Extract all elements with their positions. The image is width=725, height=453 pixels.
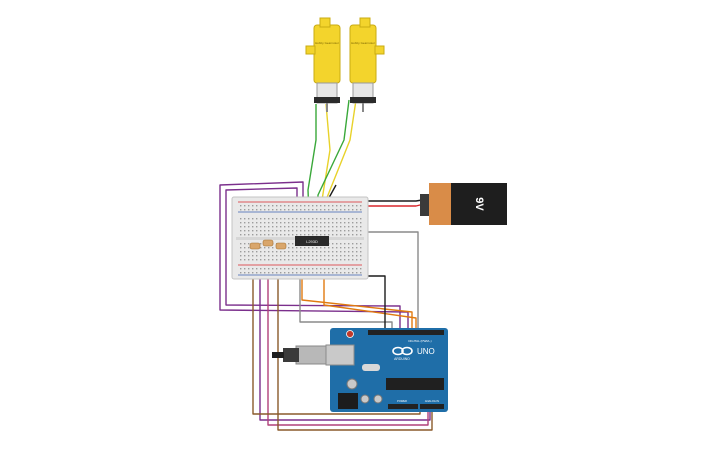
capacitor-3 [373, 394, 383, 404]
breadboard-holes [240, 205, 362, 274]
chip-body [295, 236, 329, 246]
capacitor-2 [360, 394, 370, 404]
arduino-model: UNO [417, 347, 435, 356]
wire-pink[interactable] [267, 268, 429, 426]
battery-label: 9V [473, 197, 485, 211]
battery-terminal [420, 194, 430, 216]
usb-connector [295, 345, 331, 365]
usb-cable [272, 352, 284, 358]
wire-brown[interactable] [277, 268, 433, 431]
capacitor-1 [346, 378, 358, 390]
arduino-uno[interactable]: UNO ARDUINO DIGITAL (PWM~) POWER ANALOG … [272, 328, 448, 412]
gearmotor-2[interactable]: Hobby Gearmotor [349, 17, 385, 112]
resistors [249, 239, 287, 250]
wire-purple-1[interactable] [219, 181, 409, 330]
motor-endcap [350, 97, 376, 103]
board-body [330, 328, 448, 412]
digital-header-label: DIGITAL (PWM~) [408, 339, 431, 343]
motor-shaft-right [374, 45, 385, 55]
wire-orange-2[interactable] [323, 260, 417, 330]
motor-body [349, 24, 377, 84]
resistor-2[interactable] [262, 239, 274, 247]
battery-orange-band [429, 183, 451, 225]
motor-top-tab [359, 17, 371, 28]
wire-purple-3[interactable] [259, 265, 431, 421]
analog-header-label: ANALOG IN [425, 399, 439, 403]
usb-port [325, 344, 355, 366]
resistor-1[interactable] [249, 242, 261, 250]
battery-9v[interactable]: 9V [420, 183, 507, 225]
microcontroller-chip [386, 378, 444, 390]
power-header-label: POWER [397, 399, 407, 403]
chip-label: L293D [306, 239, 318, 244]
motor-shaft-left [305, 45, 316, 55]
power-header [388, 404, 418, 409]
wire-gray-2[interactable] [355, 231, 419, 330]
analog-header [420, 404, 444, 409]
motor-body [313, 24, 341, 84]
resistor-3[interactable] [275, 242, 287, 250]
reset-button[interactable] [346, 330, 354, 338]
usb-plug [283, 348, 299, 362]
motor-label: Hobby Gearmotor [315, 41, 339, 45]
motor-top-tab [319, 17, 331, 28]
gearmotor-1[interactable]: Hobby Gearmotor [305, 17, 341, 112]
digital-header [368, 330, 444, 335]
arduino-logo [392, 346, 413, 356]
wire-gray-1[interactable] [299, 268, 393, 330]
arduino-brand: ARDUINO [394, 357, 410, 361]
motor-endcap [314, 97, 340, 103]
battery-black-body [451, 183, 507, 225]
l293d-chip[interactable]: L293D [295, 236, 329, 246]
motor-label: Hobby Gearmotor [351, 41, 375, 45]
power-jack [338, 393, 358, 409]
crystal [362, 364, 380, 371]
